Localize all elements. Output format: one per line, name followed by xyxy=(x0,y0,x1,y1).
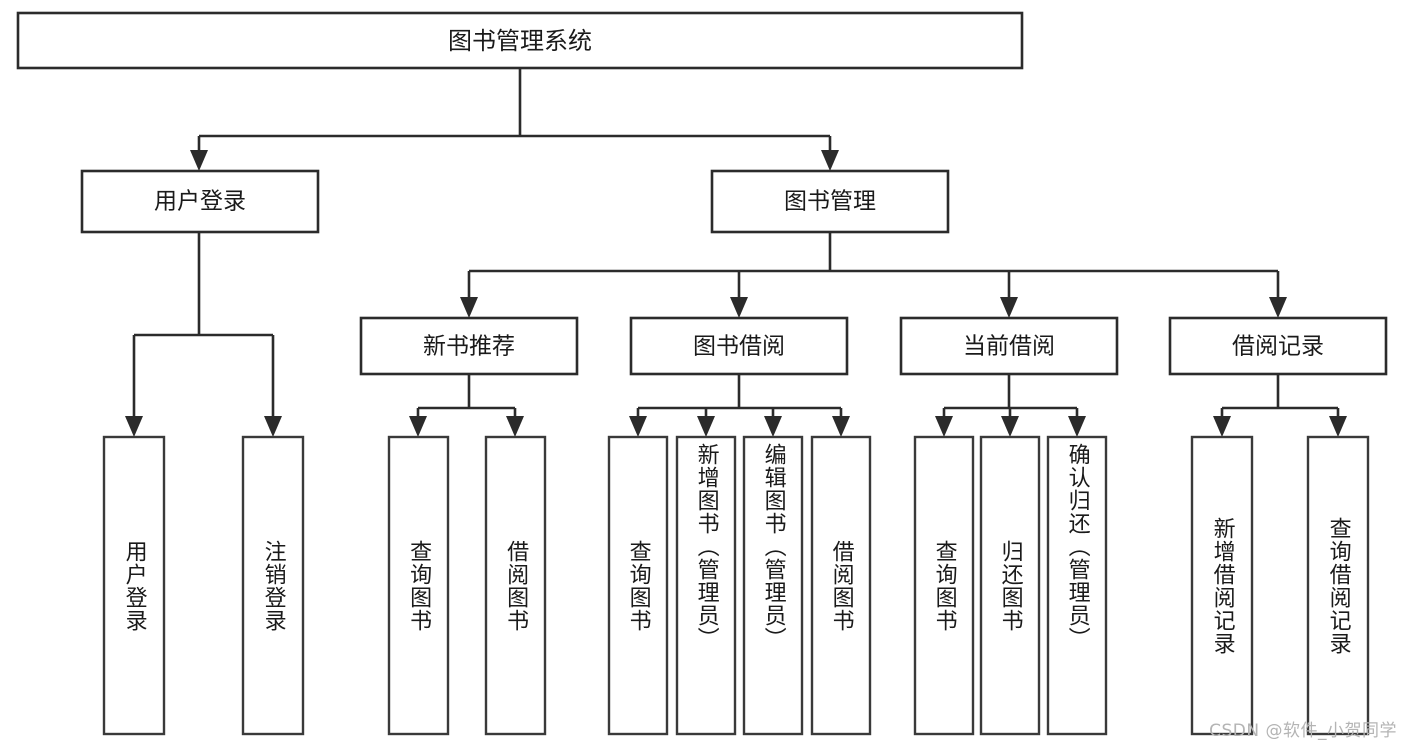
node-borrow-record-box[interactable] xyxy=(1168,316,1388,376)
node-current-borrow[interactable]: 当前借阅 xyxy=(899,316,1119,376)
node-new-book-recommend[interactable]: 新书推荐 xyxy=(359,316,579,376)
node-current-borrow-box[interactable] xyxy=(899,316,1119,376)
arrow-head-leaf-confirm-return xyxy=(1068,416,1086,437)
node-root[interactable]: 图书管理系统 xyxy=(16,11,1024,70)
node-root-label: 图书管理系统 xyxy=(448,27,592,55)
node-root-box[interactable] xyxy=(16,11,1024,70)
arrow-head-new-book-recommend xyxy=(460,297,478,318)
node-user-login[interactable]: 用户登录 xyxy=(80,169,320,234)
arrow-head-user-login xyxy=(190,150,208,171)
arrow-head-leaf-query-book-1 xyxy=(409,416,427,437)
leaf-borrow-book-2-box[interactable] xyxy=(810,435,872,736)
arrow-head-leaf-user-login xyxy=(125,416,143,437)
node-user-login-box[interactable] xyxy=(80,169,320,234)
edges-group xyxy=(125,68,1347,437)
arrow-head-leaf-return-book xyxy=(1001,416,1019,437)
leaf-query-record-box[interactable] xyxy=(1306,435,1370,736)
leaf-add-record-box[interactable] xyxy=(1190,435,1254,736)
arrow-head-leaf-query-book-2 xyxy=(629,416,647,437)
node-current-borrow-label: 当前借阅 xyxy=(963,334,1055,360)
leaf-borrow-book-1-box[interactable] xyxy=(484,435,547,736)
leaf-query-book-2-box[interactable] xyxy=(607,435,669,736)
node-borrow-record[interactable]: 借阅记录 xyxy=(1168,316,1388,376)
leaf-return-book-box[interactable] xyxy=(979,435,1041,736)
arrow-head-borrow-record xyxy=(1269,297,1287,318)
arrow-head-leaf-edit-book xyxy=(764,416,782,437)
node-book-borrow-box[interactable] xyxy=(629,316,849,376)
node-book-borrow-label: 图书借阅 xyxy=(693,334,785,360)
arrow-head-leaf-query-book-3 xyxy=(935,416,953,437)
arrow-head-book-borrow xyxy=(730,297,748,318)
leaf-edit-book-box[interactable] xyxy=(742,435,804,736)
leaf-boxes-group xyxy=(102,435,1370,736)
arrow-head-leaf-logout-login xyxy=(264,416,282,437)
node-book-borrow[interactable]: 图书借阅 xyxy=(629,316,849,376)
node-user-login-label: 用户登录 xyxy=(154,189,246,215)
node-new-book-recommend-label: 新书推荐 xyxy=(423,334,515,360)
leaf-user-login-box[interactable] xyxy=(102,435,166,736)
arrow-head-leaf-borrow-book-2 xyxy=(832,416,850,437)
leaf-query-book-3-box[interactable] xyxy=(913,435,975,736)
arrow-head-book-management xyxy=(821,150,839,171)
node-book-management[interactable]: 图书管理 xyxy=(710,169,950,234)
arrow-head-leaf-query-record xyxy=(1329,416,1347,437)
arrow-head-current-borrow xyxy=(1000,297,1018,318)
node-new-book-recommend-box[interactable] xyxy=(359,316,579,376)
arrow-head-leaf-add-record xyxy=(1213,416,1231,437)
leaf-add-book-box[interactable] xyxy=(675,435,737,736)
csdn-watermark: CSDN @软件_小贺同学 xyxy=(1209,721,1397,741)
arrow-head-leaf-add-book xyxy=(697,416,715,437)
node-book-management-label: 图书管理 xyxy=(784,189,876,215)
arrow-head-leaf-borrow-book-1 xyxy=(506,416,524,437)
node-book-management-box[interactable] xyxy=(710,169,950,234)
node-borrow-record-label: 借阅记录 xyxy=(1232,334,1324,360)
leaf-query-book-1-box[interactable] xyxy=(387,435,450,736)
leaf-confirm-return-box[interactable] xyxy=(1046,435,1108,736)
leaf-logout-login-box[interactable] xyxy=(241,435,305,736)
